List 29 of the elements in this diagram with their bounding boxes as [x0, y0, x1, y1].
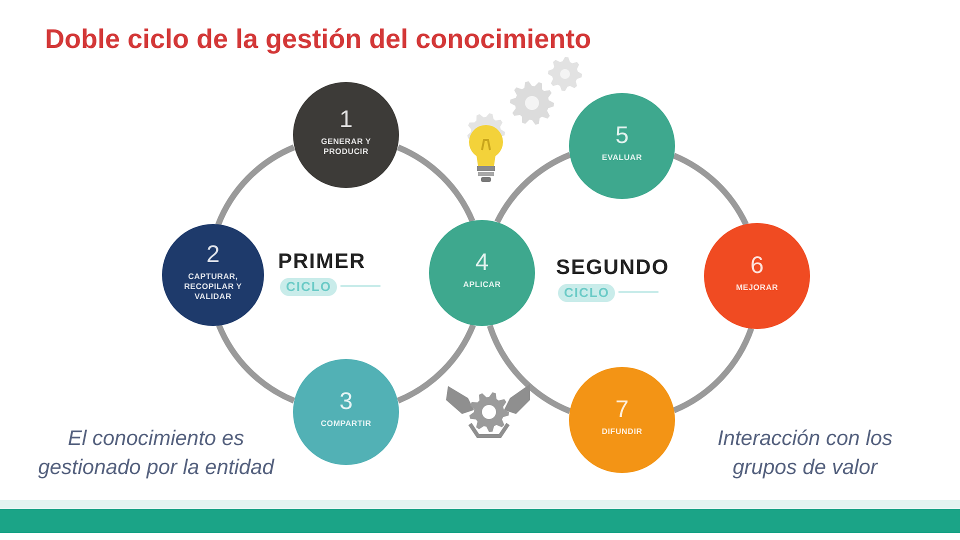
step-number: 3: [339, 389, 353, 415]
step-label: GENERAR Y PRODUCIR: [320, 137, 372, 157]
cycle-arc: [396, 144, 476, 222]
caption-text: Interacción con los grupos de valor: [716, 426, 894, 481]
cycle-arc: [216, 324, 296, 404]
step-label: MEJORAR: [736, 283, 778, 293]
cycle-arc: [494, 152, 572, 224]
step-number: 2: [206, 242, 220, 268]
step-number: 1: [339, 107, 353, 133]
step-number: 7: [615, 397, 629, 423]
step-label: COMPARTIR: [320, 419, 372, 429]
caption-text: El conocimiento es gestionado por la entidad: [37, 426, 276, 481]
title: Doble ciclo de la gestión del conocimiento: [45, 24, 592, 55]
step-label: CAPTURAR, RECOPILAR Y VALIDAR: [183, 272, 243, 302]
cycle-heading: PRIMER: [278, 250, 366, 274]
cycle-arc: [396, 324, 476, 404]
step-label: APLICAR: [463, 280, 501, 290]
cycle-arc: [215, 144, 296, 226]
step-number: 5: [615, 123, 629, 149]
cycle-heading: SEGUNDO: [556, 256, 670, 280]
step-number: 6: [750, 253, 764, 279]
step-label: EVALUAR: [602, 153, 642, 163]
cycle-arc: [487, 324, 572, 414]
cycle-arc: [672, 327, 754, 414]
step-label: DIFUNDIR: [602, 427, 642, 437]
step-number: 4: [475, 250, 489, 276]
cycle-arc: [672, 152, 749, 226]
cycle-badge: CICLO: [280, 278, 338, 296]
cycle-badge: CICLO: [558, 284, 616, 302]
